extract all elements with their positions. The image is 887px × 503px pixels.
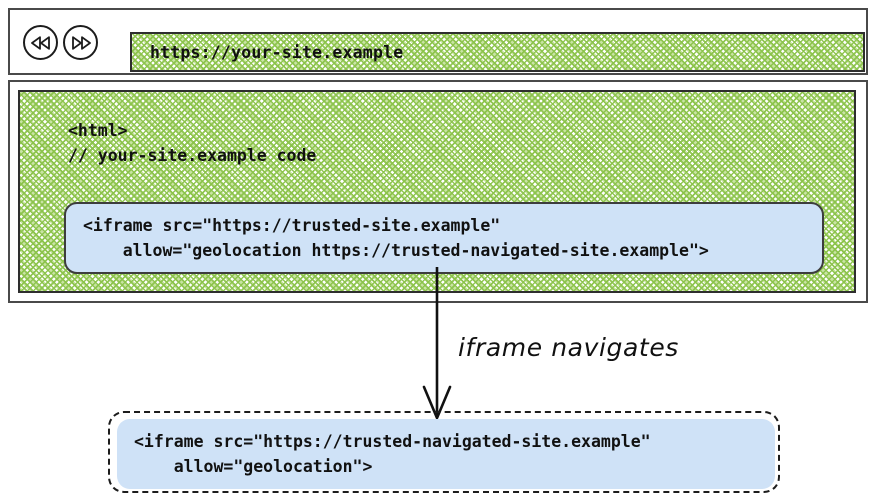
navigated-iframe-box: <iframe src="https://trusted-navigated-s… [117, 419, 775, 489]
annotation-label: iframe navigates [458, 333, 679, 362]
iframe-declaration-box: <iframe src="https://trusted-site.exampl… [64, 202, 824, 274]
down-arrow-icon [422, 267, 452, 420]
navigated-iframe-code: <iframe src="https://trusted-navigated-s… [134, 432, 651, 476]
page-source-code: <html> // your-site.example code [68, 121, 317, 165]
back-button[interactable] [23, 25, 58, 60]
browser-chrome-bar: https://your-site.example [8, 8, 868, 75]
navigated-iframe-outline: <iframe src="https://trusted-navigated-s… [108, 411, 780, 493]
url-text: https://your-site.example [150, 42, 404, 62]
browser-window: https://your-site.example <html> // your… [8, 8, 870, 303]
iframe-declaration-code: <iframe src="https://trusted-site.exampl… [83, 216, 709, 260]
fast-forward-double-right-icon [71, 35, 91, 50]
url-bar[interactable]: https://your-site.example [130, 32, 865, 72]
page-source-region: <html> // your-site.example code <iframe… [18, 90, 856, 293]
rewind-double-left-icon [30, 35, 50, 50]
forward-button[interactable] [63, 25, 98, 60]
